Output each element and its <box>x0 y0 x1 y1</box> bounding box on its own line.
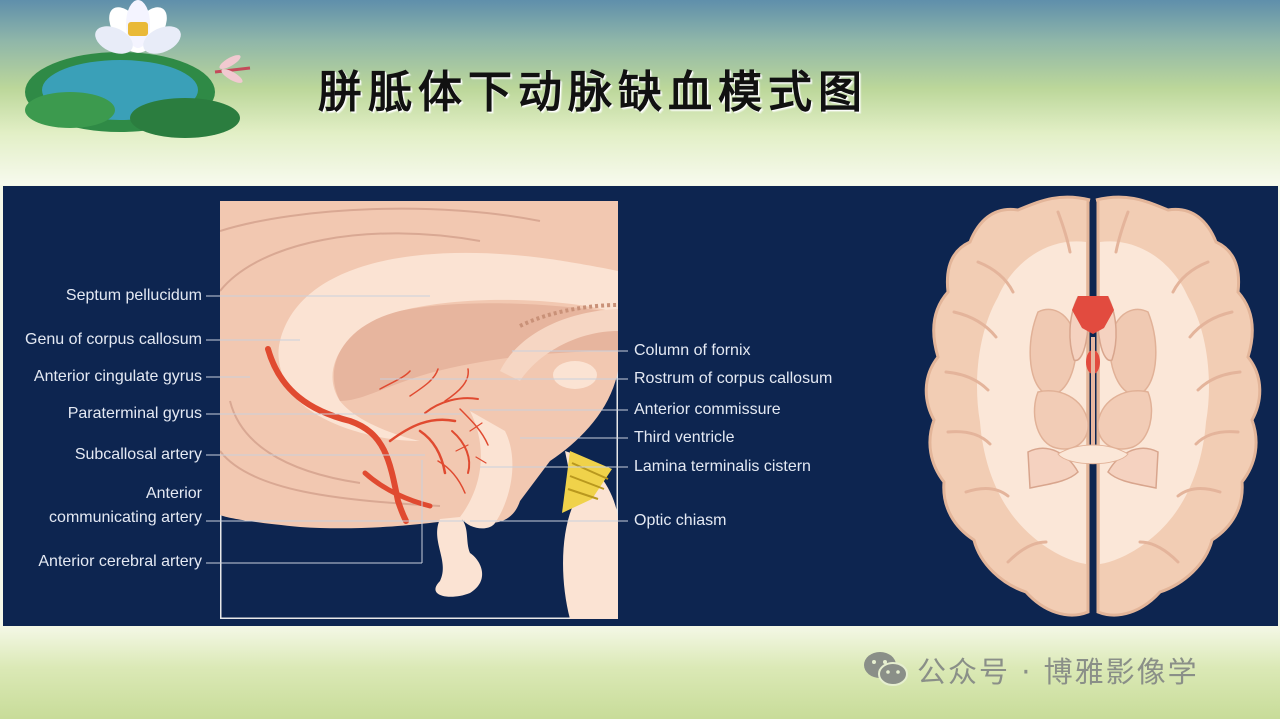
label-paraterminal-gyrus: Paraterminal gyrus <box>67 405 202 422</box>
label-anterior-communicating-artery-line1: Anterior <box>145 485 202 502</box>
wechat-icon <box>864 652 908 686</box>
label-anterior-communicating-artery-line2: communicating artery <box>49 509 202 526</box>
label-lamina-terminalis-cistern: Lamina terminalis cistern <box>634 458 811 475</box>
label-anterior-commissure: Anterior commissure <box>634 401 781 418</box>
watermark: 公众号 · 博雅影像学 <box>862 645 1242 693</box>
label-subcallosal-artery: Subcallosal artery <box>74 446 202 463</box>
label-septum-pellucidum: Septum pellucidum <box>65 287 202 304</box>
label-column-of-fornix: Column of fornix <box>634 342 751 359</box>
axial-brain-illustration <box>924 195 1262 617</box>
ischemic-area <box>1072 296 1114 334</box>
lotus-flower-icon <box>95 0 181 54</box>
label-anterior-cerebral-artery: Anterior cerebral artery <box>38 553 202 570</box>
label-rostrum-of-corpus-callosum: Rostrum of corpus callosum <box>634 370 833 387</box>
dragonfly-icon <box>214 55 251 83</box>
label-third-ventricle: Third ventricle <box>634 429 735 446</box>
watermark-text: 公众号 · 博雅影像学 <box>917 655 1199 689</box>
label-optic-chiasm: Optic chiasm <box>634 512 727 529</box>
lotus-pond-decoration <box>25 0 251 138</box>
slide-footer <box>0 626 1280 719</box>
slide-title: 胼胝体下动脉缺血模式图 <box>318 67 868 118</box>
label-anterior-cingulate-gyrus: Anterior cingulate gyrus <box>33 368 202 385</box>
label-genu-of-corpus-callosum: Genu of corpus callosum <box>25 331 202 348</box>
sagittal-illustration <box>220 201 618 619</box>
